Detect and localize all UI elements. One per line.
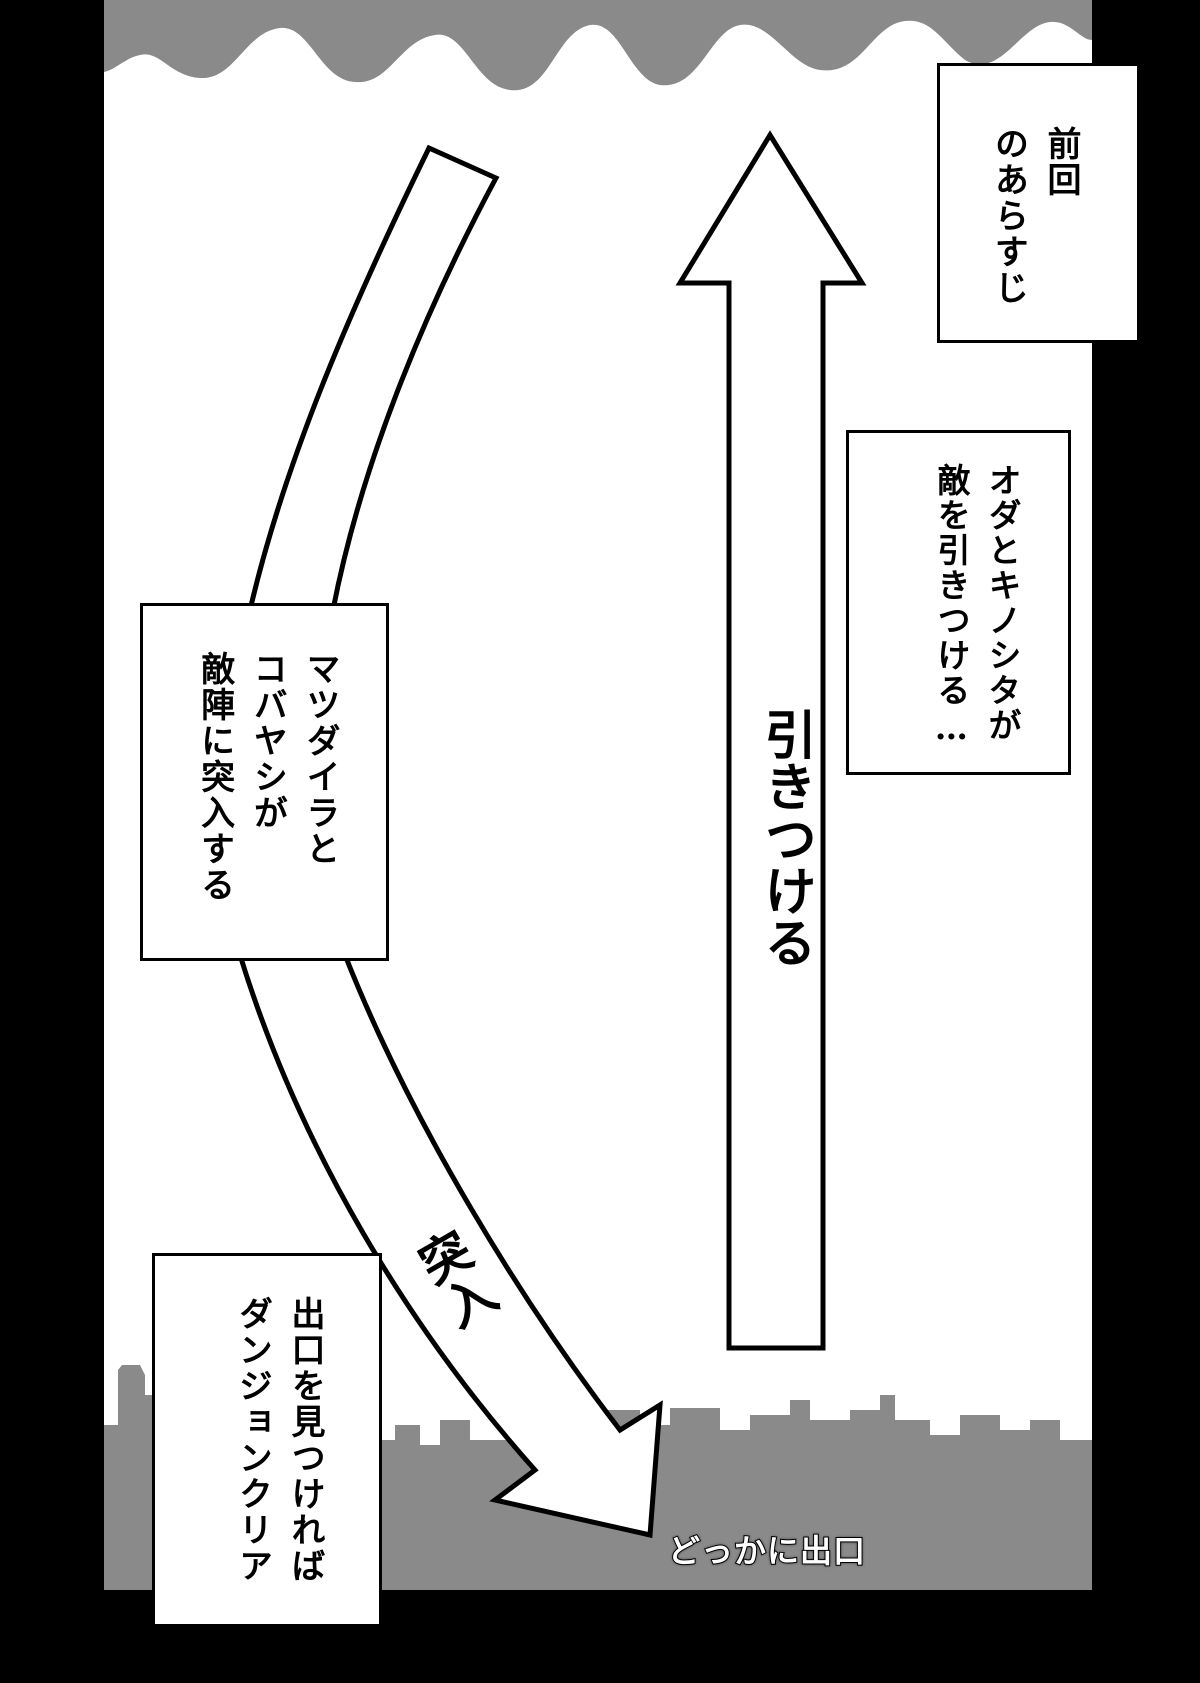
charge-arrow-lower bbox=[236, 952, 663, 1539]
matsudaira-kobayashi-caption-box: マツダイラと コバヤシが 敵陣に突入する bbox=[140, 603, 389, 961]
oda-kinoshita-caption-box: オダとキノシタが 敵を引きつける… bbox=[846, 430, 1071, 775]
lure-arrow bbox=[675, 130, 867, 1351]
matsudaira-kobayashi-caption-text: マツダイラと コバヤシが 敵陣に突入する bbox=[194, 651, 340, 903]
hikitsukeru-label: 引きつける bbox=[755, 708, 815, 968]
oda-kinoshita-caption-text: オダとキノシタが 敵を引きつける… bbox=[931, 463, 1022, 749]
summary-caption-box: 前回 のあらすじ bbox=[937, 63, 1140, 343]
summary-caption-text: 前回 のあらすじ bbox=[988, 126, 1081, 306]
exit-clear-caption-box: 出口を見つければ ダンジョンクリア bbox=[152, 1253, 382, 1627]
exit-somewhere-label: どっかに出口 bbox=[667, 1531, 867, 1571]
exit-clear-caption-text: 出口を見つければ ダンジョンクリア bbox=[232, 1296, 325, 1584]
top-drip bbox=[104, 0, 1092, 91]
